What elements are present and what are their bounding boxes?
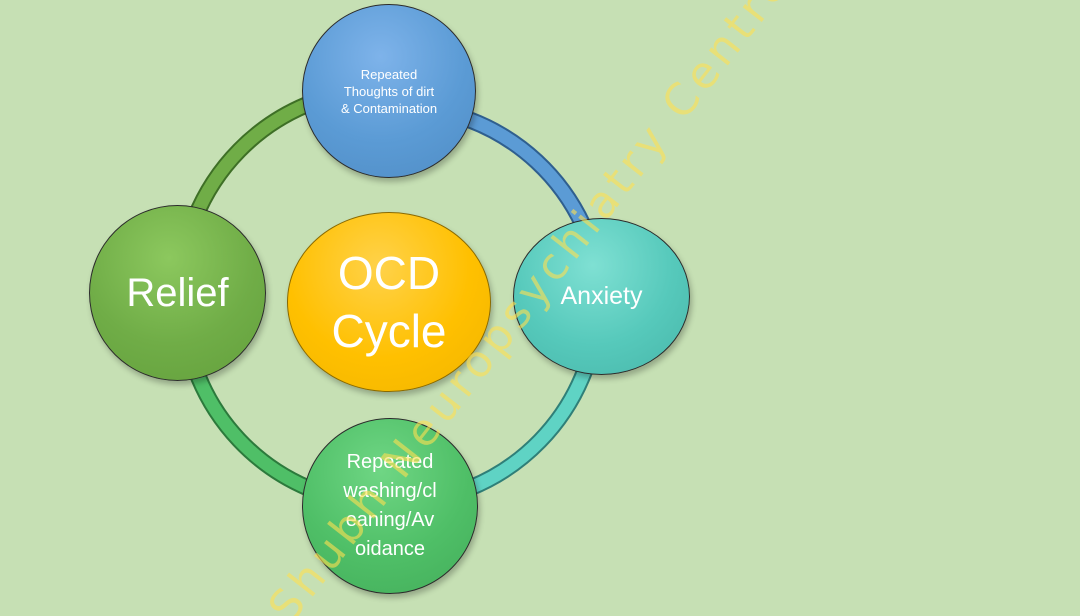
node-anxiety: Anxiety [513, 218, 690, 375]
node-repeated-thoughts-label: Repeated Thoughts of dirt & Contaminatio… [340, 66, 438, 116]
node-relief-label: Relief [126, 270, 229, 315]
connector-bottom-left [186, 359, 317, 497]
connector-left-top [186, 96, 315, 227]
node-relief: Relief [89, 205, 266, 381]
node-anxiety-label: Anxiety [560, 282, 643, 310]
node-ocd-cycle-label: OCD Cycle [331, 247, 447, 357]
node-repeated-washing: Repeated washing/cl eaning/Av oidance [302, 418, 478, 594]
node-repeated-thoughts: Repeated Thoughts of dirt & Contaminatio… [302, 4, 476, 178]
node-repeated-washing-label: Repeated washing/cl eaning/Av oidance [343, 451, 437, 560]
node-ocd-cycle: OCD Cycle [287, 212, 491, 392]
